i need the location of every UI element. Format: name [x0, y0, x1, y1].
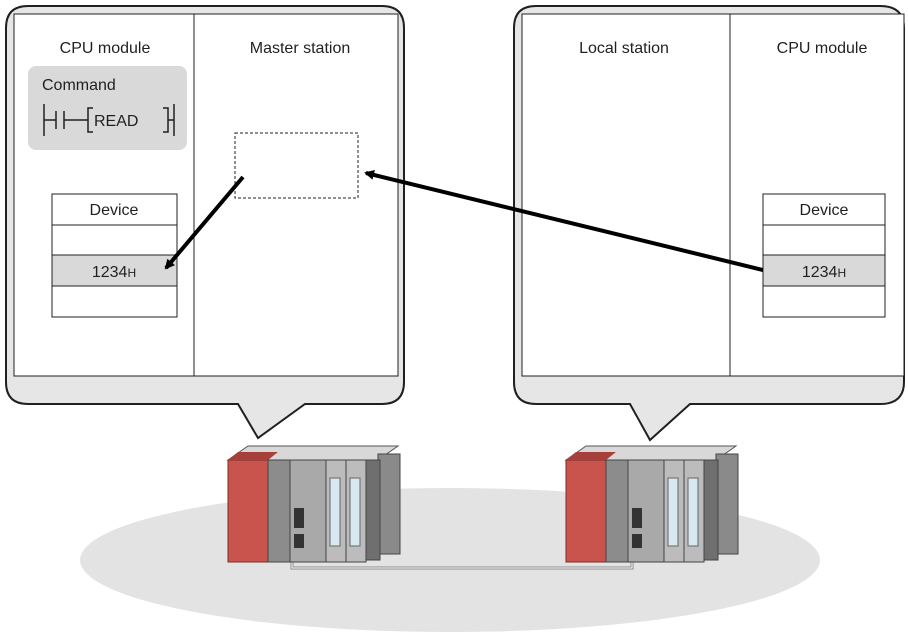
- read-arrow-local-to-master: [364, 170, 764, 272]
- command-box: [28, 66, 187, 150]
- store-arrow-master-to-device: [164, 175, 245, 270]
- right-device-table: Device 1234H: [762, 193, 886, 318]
- left-device-header: Device: [90, 202, 139, 219]
- right-callout: Local station CPU module Device 1234H: [513, 5, 905, 442]
- right-local-title: Local station: [579, 40, 669, 57]
- ladder-contact-icon: [43, 104, 175, 136]
- right-cpu-title: CPU module: [777, 40, 868, 57]
- plc-rack-icon: [564, 445, 739, 563]
- left-master-title: Master station: [250, 40, 350, 57]
- left-callout: CPU module Master station Command READ D…: [5, 5, 405, 440]
- right-device-header: Device: [800, 202, 849, 219]
- left-device-table: Device 1234H: [51, 193, 178, 318]
- left-device-value: 1234H: [92, 264, 136, 281]
- master-buffer-box: [234, 132, 359, 199]
- plc-rack-icon: [226, 445, 401, 563]
- command-label: Command: [42, 77, 116, 94]
- instruction-label: READ: [94, 113, 138, 130]
- left-cpu-title: CPU module: [60, 40, 151, 57]
- right-device-value: 1234H: [802, 264, 846, 281]
